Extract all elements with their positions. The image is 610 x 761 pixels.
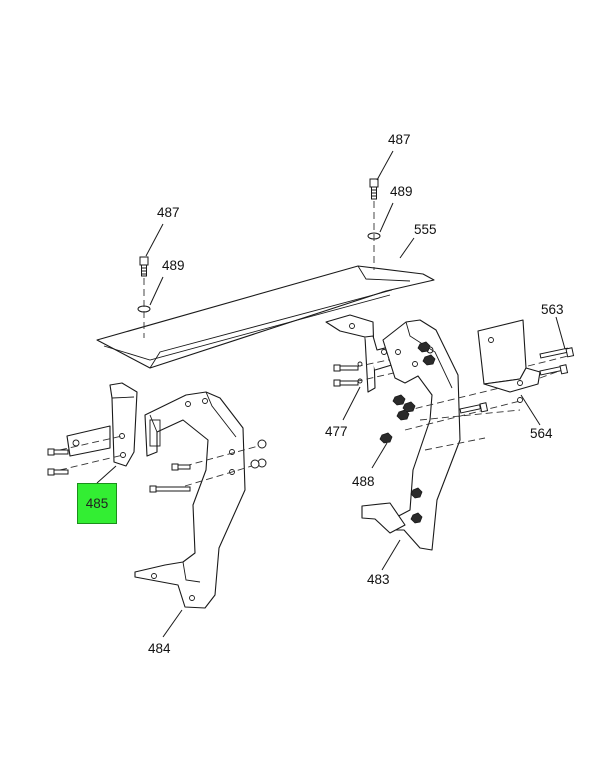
nuts-488-group[interactable] (379, 341, 436, 524)
bolts-563-group[interactable] (459, 347, 575, 414)
bracket-485[interactable] (66, 382, 138, 467)
bolt-487-left[interactable] (139, 256, 149, 277)
callout-489-left: 489 (162, 258, 185, 273)
callout-489-right: 489 (390, 184, 413, 199)
callout-564: 564 (530, 426, 553, 441)
bolt-487-right[interactable] (369, 178, 379, 200)
bracket-483[interactable] (361, 319, 461, 551)
highlighted-callout-485[interactable]: 485 (77, 483, 117, 524)
callout-483: 483 (367, 572, 390, 587)
callout-487-right: 487 (388, 132, 411, 147)
callout-485-label: 485 (85, 496, 109, 511)
leader-lines (96, 150, 566, 638)
panel-555[interactable] (96, 265, 435, 369)
bracket-484[interactable] (134, 391, 246, 609)
callout-487-left: 487 (157, 205, 180, 220)
plate-564[interactable] (477, 319, 541, 403)
callout-488: 488 (352, 474, 375, 489)
bolts-left-group[interactable] (47, 435, 267, 493)
callout-477: 477 (325, 424, 348, 439)
callout-563: 563 (541, 302, 564, 317)
callout-555: 555 (414, 222, 437, 237)
bolts-477-group[interactable] (333, 357, 399, 387)
centerlines-right-group (404, 382, 521, 451)
callout-484: 484 (148, 641, 171, 656)
